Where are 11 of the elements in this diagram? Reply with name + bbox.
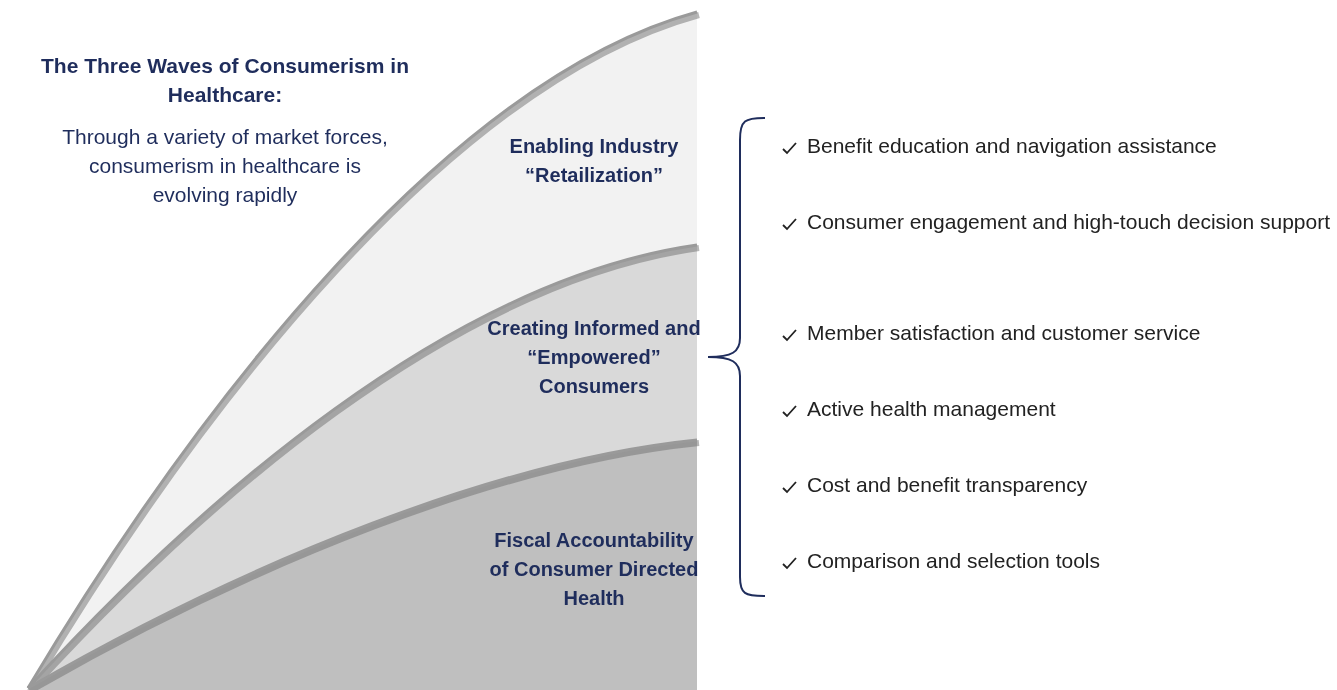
list-item: Benefit education and navigation assistance — [807, 133, 1217, 159]
wave-label: Creating Informed and “Empowered” Consumers — [486, 316, 702, 399]
wave-label: Fiscal Accountability of Consumer Directed Health — [488, 528, 700, 611]
list-item: Comparison and selection tools — [807, 548, 1100, 574]
list-item: Consumer engagement and high-touch decision support — [807, 209, 1330, 235]
list-item: Active health management — [807, 396, 1056, 422]
title: The Three Waves of Consumerism in Healthcare: — [40, 53, 410, 108]
subtitle: Through a variety of market forces, consumerism in healthcare is evolving rapidly — [61, 124, 389, 208]
wave-label: Enabling Industry “Retailization” — [508, 134, 680, 188]
list-item: Member satisfaction and customer service — [807, 320, 1201, 346]
list-item: Cost and benefit transparency — [807, 472, 1088, 498]
